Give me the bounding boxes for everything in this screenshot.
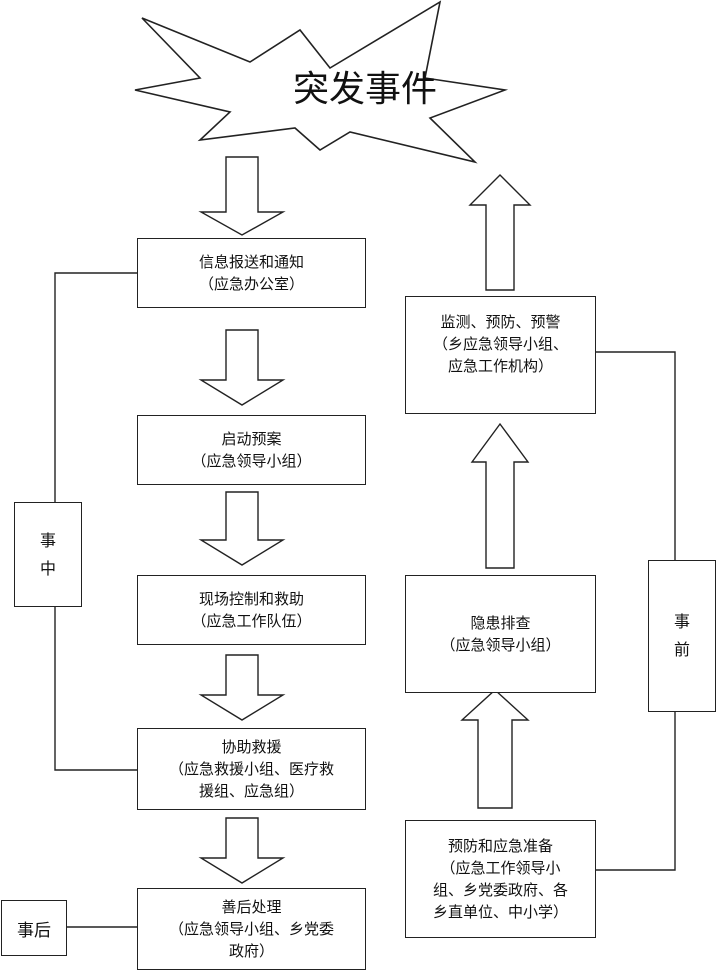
step-monitor-warn-owner-2: 应急工作机构） (447, 357, 553, 375)
phase-during-char-1: 事 (39, 530, 56, 550)
step-prevention-prep-owner-3: 乡直单位、中小学） (432, 903, 568, 921)
step-info-report: 信息报送和通知 （应急办公室） (137, 238, 366, 308)
step-site-control: 现场控制和救助 （应急工作队伍） (137, 575, 366, 645)
step-hazard-check: 隐患排查 （应急领导小组） (405, 575, 596, 693)
step-site-control-owner: （应急工作队伍） (191, 612, 312, 630)
arrow-down-1 (198, 156, 286, 236)
phase-before-char-1: 事 (673, 612, 690, 631)
arrow-up-2 (470, 422, 530, 569)
phase-before-char-2: 前 (673, 640, 690, 659)
phase-after: 事后 (1, 900, 67, 956)
phase-during-char-2: 中 (39, 558, 56, 578)
arrow-up-1 (468, 174, 532, 291)
step-info-report-owner: （应急办公室） (198, 275, 304, 293)
arrow-up-3 (460, 689, 530, 809)
step-aftermath-owner-2: 政府） (228, 942, 274, 960)
step-aftermath-title: 善后处理 (221, 898, 282, 916)
step-assist-rescue-owner-1: （应急救援小组、医疗救 (168, 760, 334, 778)
step-prevention-prep-title: 预防和应急准备 (447, 837, 553, 855)
before-bracket-top (595, 351, 676, 560)
step-assist-rescue-title: 协助救援 (221, 738, 282, 756)
phase-during: 事 中 (14, 502, 82, 607)
step-monitor-warn: 监测、预防、预警 （乡应急领导小组、 应急工作机构） (405, 296, 596, 414)
step-assist-rescue-owner-2: 援组、应急组） (198, 782, 304, 800)
before-bracket-bottom (595, 712, 676, 871)
step-prevention-prep: 预防和应急准备 （应急工作领导小 组、乡党委政府、各 乡直单位、中小学） (405, 820, 596, 938)
step-monitor-warn-title: 监测、预防、预警 (440, 313, 561, 331)
step-activate-plan-owner: （应急领导小组） (191, 452, 312, 470)
arrow-down-3 (198, 491, 286, 566)
step-aftermath: 善后处理 （应急领导小组、乡党委 政府） (137, 888, 366, 970)
event-title: 突发事件 (292, 69, 437, 110)
step-aftermath-owner-1: （应急领导小组、乡党委 (168, 920, 334, 938)
during-bracket-top (54, 272, 137, 502)
phase-before: 事 前 (648, 560, 716, 712)
step-activate-plan-title: 启动预案 (221, 430, 282, 448)
arrow-down-5 (198, 817, 286, 884)
during-bracket-bottom (54, 607, 137, 771)
step-info-report-title: 信息报送和通知 (198, 253, 304, 271)
step-activate-plan: 启动预案 （应急领导小组） (137, 415, 366, 485)
step-prevention-prep-owner-2: 组、乡党委政府、各 (432, 881, 568, 899)
arrow-down-4 (198, 654, 286, 721)
step-hazard-check-owner: （应急领导小组） (440, 636, 561, 654)
step-assist-rescue: 协助救援 （应急救援小组、医疗救 援组、应急组） (137, 728, 366, 810)
step-site-control-title: 现场控制和救助 (198, 590, 304, 608)
step-prevention-prep-owner-1: （应急工作领导小 (440, 859, 561, 877)
step-monitor-warn-owner-1: （乡应急领导小组、 (432, 335, 568, 353)
explosion-shape (134, 0, 509, 164)
step-hazard-check-title: 隐患排查 (470, 614, 531, 632)
arrow-down-2 (198, 329, 286, 406)
